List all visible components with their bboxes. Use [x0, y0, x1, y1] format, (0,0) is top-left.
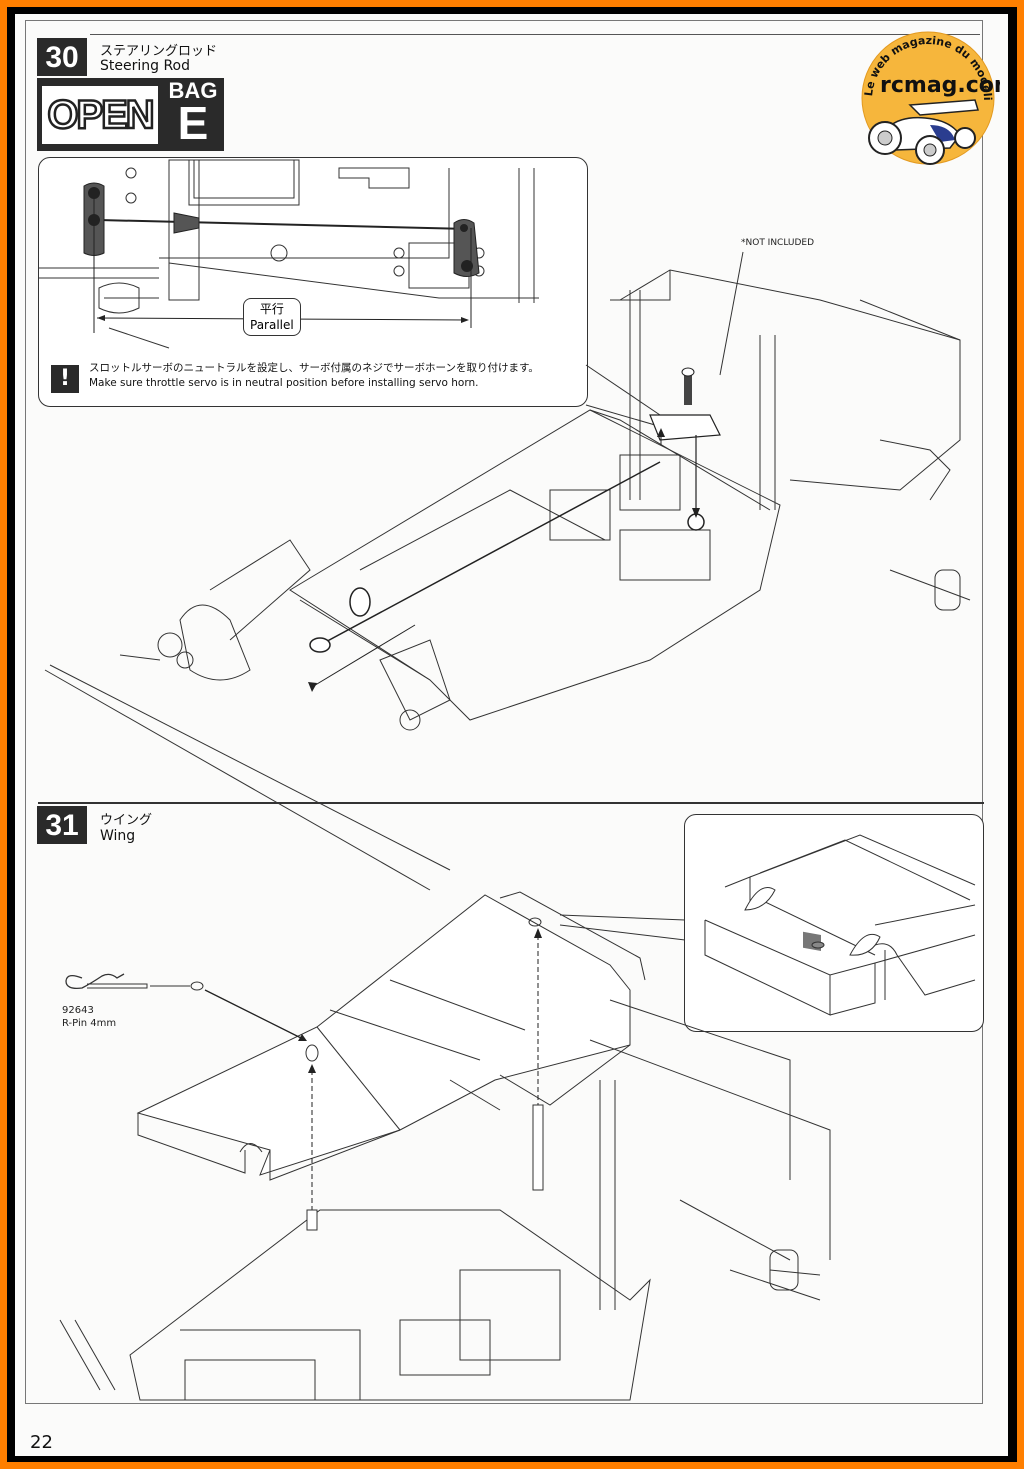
- servo-horn: [453, 219, 480, 277]
- wing-mount-hole: [811, 941, 825, 949]
- step-31-title-jp: ウイング: [100, 813, 153, 828]
- bag-label: BAG: [168, 78, 218, 103]
- step-30-number: 30: [37, 38, 87, 76]
- step-30-detail-callout: 平行 Parallel ! スロットルサーボのニュートラルを設定し、サーボ付属の…: [38, 157, 588, 407]
- step-30-rule: [90, 34, 980, 35]
- part-number: 92643: [62, 1005, 94, 1016]
- step-31-rule: [38, 802, 984, 804]
- open-bag-badge: OPEN BAG E: [37, 78, 224, 151]
- step-31-number: 31: [37, 806, 87, 844]
- page-inner-border: [25, 20, 983, 1404]
- wing: [136, 891, 646, 1181]
- rcmag-logo: Le web magazine du modelisme rcmag.com: [850, 30, 1000, 165]
- step-30-assembly-drawing: [44, 251, 971, 891]
- page-number: 22: [30, 1432, 53, 1453]
- steering-rod-parts: [308, 367, 721, 692]
- open-label: OPEN: [46, 92, 156, 139]
- step-31-title-en: Wing: [100, 828, 136, 844]
- bag-letter: E: [177, 97, 209, 149]
- servo-note-en: Make sure throttle servo is in neutral p…: [89, 377, 479, 389]
- r-pin-icon: [65, 973, 148, 989]
- parallel-label-jp: 平行: [259, 302, 284, 316]
- not-included-annotation: *NOT INCLUDED: [741, 238, 815, 248]
- exclamation-icon: !: [51, 365, 79, 393]
- parallel-label: 平行 Parallel: [243, 298, 301, 336]
- steering-rod: [98, 212, 470, 234]
- assembly-arrows: [150, 928, 544, 1231]
- steering-linkage-detail-drawing: [39, 159, 539, 349]
- step-30-title-jp: ステアリングロッド: [100, 44, 218, 59]
- wing-detail-callout: [684, 814, 984, 1032]
- servo-note-jp: スロットルサーボのニュートラルを設定し、サーボ付属のネジでサーボホーンを取り付け…: [89, 362, 539, 374]
- logo-brand: rcmag.com: [880, 73, 1000, 98]
- part-name: R-Pin 4mm: [62, 1018, 117, 1029]
- step-30-title-en: Steering Rod: [100, 58, 191, 74]
- step-31-assembly-drawing: [59, 891, 831, 1401]
- parallel-label-en: Parallel: [250, 318, 294, 332]
- buggy-icon: [868, 99, 979, 165]
- wing-mount-detail-drawing: [704, 834, 976, 1016]
